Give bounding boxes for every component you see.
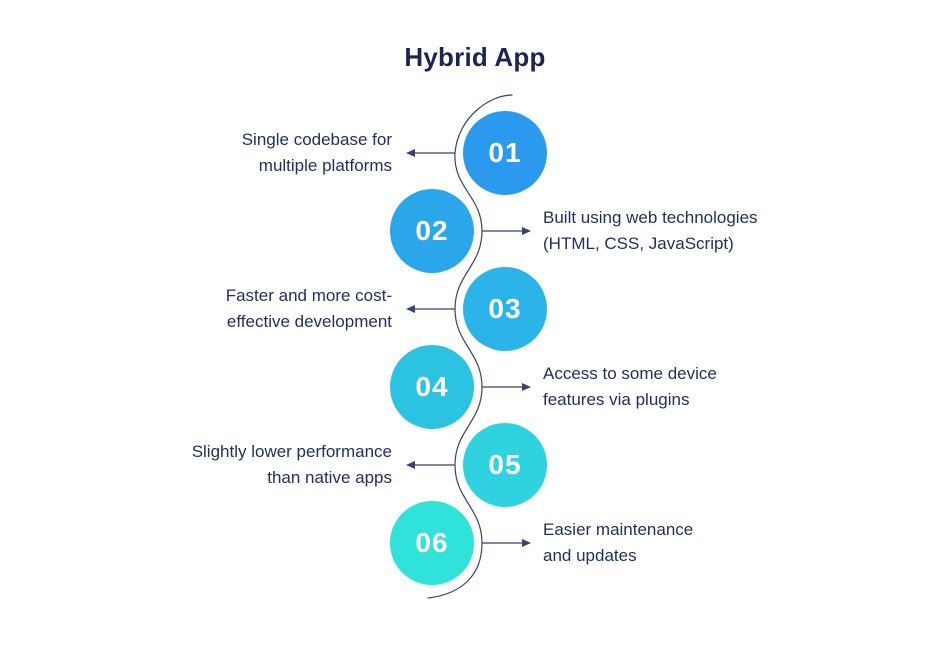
step-number-04: 04 (415, 371, 449, 402)
serpentine-curve (427, 94, 513, 599)
step-label-03: Faster and more cost- effective developm… (225, 286, 392, 331)
arrowhead-left-icon (406, 149, 415, 157)
arrowhead-right-icon (522, 383, 531, 391)
arrowhead-left-icon (406, 461, 415, 469)
step-number-06: 06 (415, 527, 449, 558)
arrowhead-left-icon (406, 305, 415, 313)
step-label-02: Built using web technologies (HTML, CSS,… (543, 208, 758, 253)
step-circle-04: 04 (390, 345, 474, 429)
page-title: Hybrid App (404, 42, 546, 72)
arrowhead-right-icon (522, 539, 531, 547)
step-number-01: 01 (488, 137, 522, 168)
step-circle-03: 03 (463, 267, 547, 351)
step-number-05: 05 (488, 449, 522, 480)
step-label-04: Access to some device features via plugi… (543, 364, 717, 409)
step-circle-02: 02 (390, 189, 474, 273)
step-circle-05: 05 (463, 423, 547, 507)
step-circle-01: 01 (463, 111, 547, 195)
arrowhead-right-icon (522, 227, 531, 235)
step-number-02: 02 (415, 215, 449, 246)
step-label-05: Slightly lower performance than native a… (191, 442, 392, 487)
step-number-03: 03 (488, 293, 522, 324)
step-label-06: Easier maintenance and updates (543, 520, 694, 565)
step-label-01: Single codebase for multiple platforms (241, 130, 392, 175)
step-circle-06: 06 (390, 501, 474, 585)
